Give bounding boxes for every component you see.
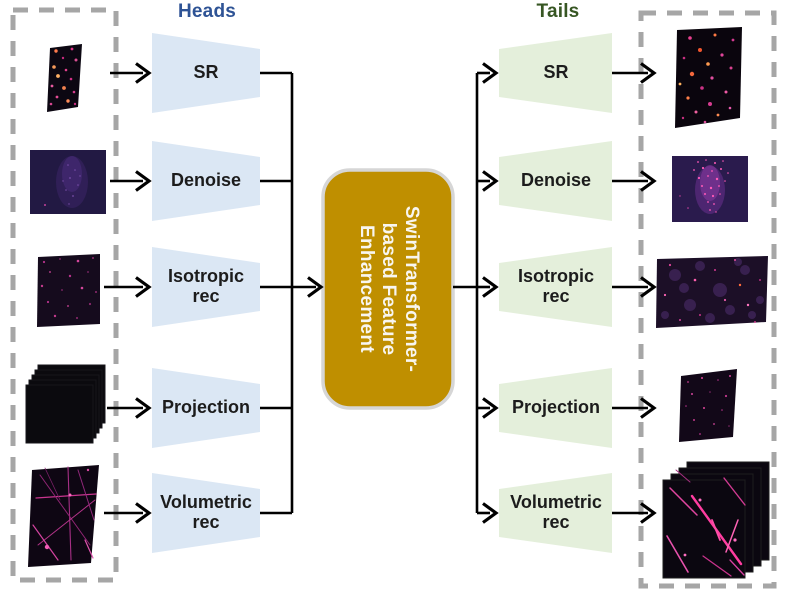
connector-lines	[104, 71, 648, 515]
tail-volumetric-shape	[499, 473, 612, 553]
tail-shapes	[499, 33, 612, 553]
tail-sr-label: SR	[543, 62, 569, 83]
input-thumb-projection	[25, 364, 106, 444]
tail-denoise-label: Denoise	[520, 170, 592, 191]
tails-title: Tails	[536, 1, 580, 22]
output-thumb-sr	[675, 27, 742, 128]
tail-isotropic-label: Isotropic rec	[517, 266, 594, 306]
input-thumb-volumetric	[28, 465, 99, 567]
head-denoise-shape	[152, 141, 260, 221]
head-isotropic-shape	[152, 247, 260, 327]
input-thumb-sr	[47, 44, 82, 112]
output-thumb-projection	[679, 369, 737, 442]
tail-volumetric-label: Volumetric rec	[510, 492, 602, 532]
head-shapes	[152, 33, 260, 553]
input-thumb-isotropic	[37, 254, 100, 327]
head-projection-label: Projection	[161, 397, 250, 418]
head-sr-shape	[152, 33, 260, 113]
feature-enhancement-label: SwinTransformer- based Feature Enhanceme…	[323, 170, 453, 408]
output-thumb-isotropic	[656, 256, 768, 328]
output-thumb-volumetric	[662, 461, 770, 579]
head-denoise-label: Denoise	[170, 170, 242, 191]
tail-projection-label: Projection	[511, 397, 600, 418]
feature-enhancement-block	[321, 168, 455, 410]
output-thumb-denoise	[672, 156, 748, 222]
tail-isotropic-shape	[499, 247, 612, 327]
arrowheads	[135, 62, 657, 524]
input-thumb-denoise	[30, 150, 106, 214]
tail-sr-shape	[499, 33, 612, 113]
feature-enhancement-line-3: Enhancement	[355, 225, 377, 353]
feature-enhancement-line-2: based Feature	[378, 222, 400, 356]
head-isotropic-label: Isotropic rec	[167, 266, 244, 306]
head-sr-label: SR	[193, 62, 219, 83]
head-volumetric-shape	[152, 473, 260, 553]
feature-enhancement-line-1: SwinTransformer-	[401, 205, 423, 373]
tail-projection-shape	[499, 368, 612, 448]
heads-title: Heads	[177, 1, 237, 22]
head-volumetric-label: Volumetric rec	[160, 492, 252, 532]
head-projection-shape	[152, 368, 260, 448]
tail-denoise-shape	[499, 141, 612, 221]
output-panel-border	[638, 10, 777, 589]
